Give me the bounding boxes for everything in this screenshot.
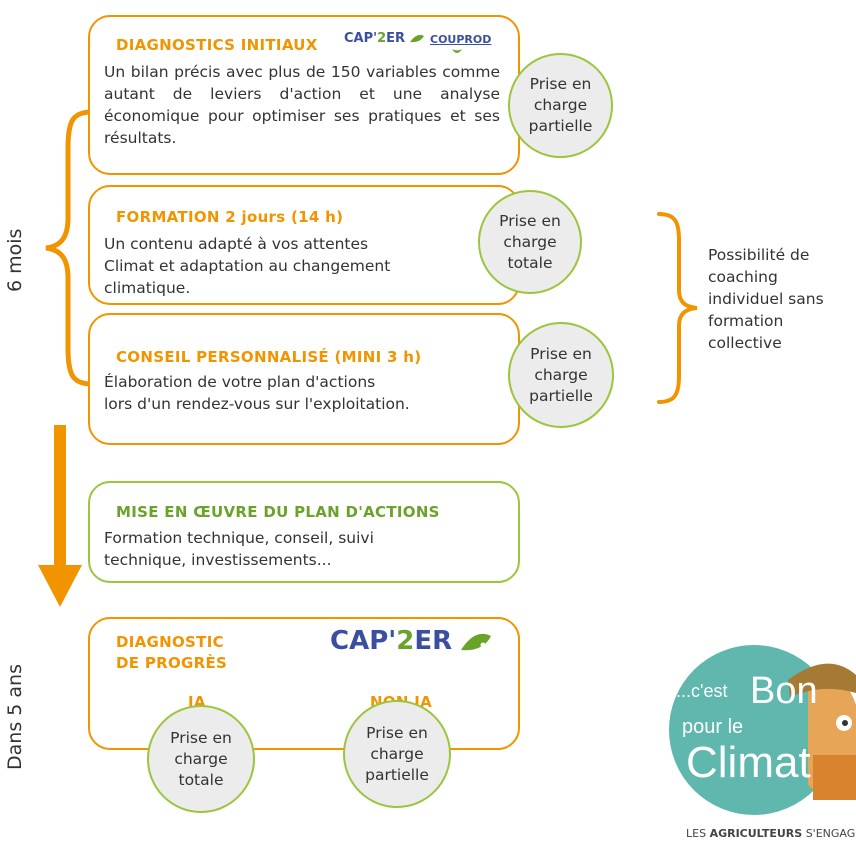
side-label-6-mois: 6 mois — [4, 228, 26, 292]
formation-title: FORMATION 2 jours (14 h) — [116, 208, 344, 226]
conseil-circle: Prise en charge partielle — [508, 322, 614, 428]
side-label-dans-5-ans: Dans 5 ans — [4, 664, 26, 770]
down-arrow-icon — [38, 425, 82, 607]
badge-tagline: LES AGRICULTEURS S'ENGAGENT — [686, 827, 856, 840]
diagnostics-box — [88, 15, 520, 175]
svg-text:pour le: pour le — [682, 716, 743, 738]
conseil-text-2: lors d'un rendez-vous sur l'exploitation… — [104, 395, 410, 413]
left-brace-icon — [45, 109, 95, 387]
svg-text:Climat: Climat — [686, 738, 811, 787]
formation-text-2: Climat et adaptation au changement clima… — [104, 257, 391, 297]
mise-en-oeuvre-title: MISE EN ŒUVRE DU PLAN D'ACTIONS — [116, 503, 440, 521]
diagnostics-text: Un bilan précis avec plus de 150 variabl… — [104, 63, 500, 147]
mise-en-oeuvre-text: Formation technique, conseil, suivi tech… — [104, 529, 374, 569]
formation-text-1: Un contenu adapté à vos attentes — [104, 235, 369, 253]
capzer-logo-large: CAP'2ER — [330, 626, 492, 656]
mise-en-oeuvre-box — [88, 481, 520, 583]
formation-circle: Prise en charge totale — [478, 190, 582, 294]
couprod-leaf-icon — [452, 49, 462, 53]
progres-box — [88, 617, 520, 750]
svg-text:...c'est: ...c'est — [676, 681, 727, 701]
formation-box — [88, 185, 520, 305]
diagnostics-title: DIAGNOSTICS INITIAUX — [116, 36, 318, 54]
conseil-box — [88, 313, 520, 445]
coaching-text: Possibilité de coaching individuel sans … — [708, 246, 824, 352]
progres-title-2: DE PROGRÈS — [116, 654, 228, 672]
conseil-text-1: Élaboration de votre plan d'actions — [104, 373, 376, 391]
bon-pour-le-climat-logo: ...c'est Bon pour le Climat — [669, 645, 856, 815]
right-brace-icon — [657, 212, 698, 404]
progres-title-1: DIAGNOSTIC — [116, 633, 224, 651]
progres-circle-non-ja: Prise en charge partielle — [343, 700, 451, 808]
couprod-logo: COUPROD — [430, 33, 492, 46]
conseil-title: CONSEIL PERSONNALISÉ (MINI 3 h) — [116, 348, 422, 366]
progres-circle-ja: Prise en charge totale — [147, 705, 255, 813]
svg-text:Bon: Bon — [750, 670, 818, 712]
capzer-logo-small: CAP'2ER — [344, 31, 424, 46]
diagnostics-circle: Prise en charge partielle — [508, 53, 613, 158]
